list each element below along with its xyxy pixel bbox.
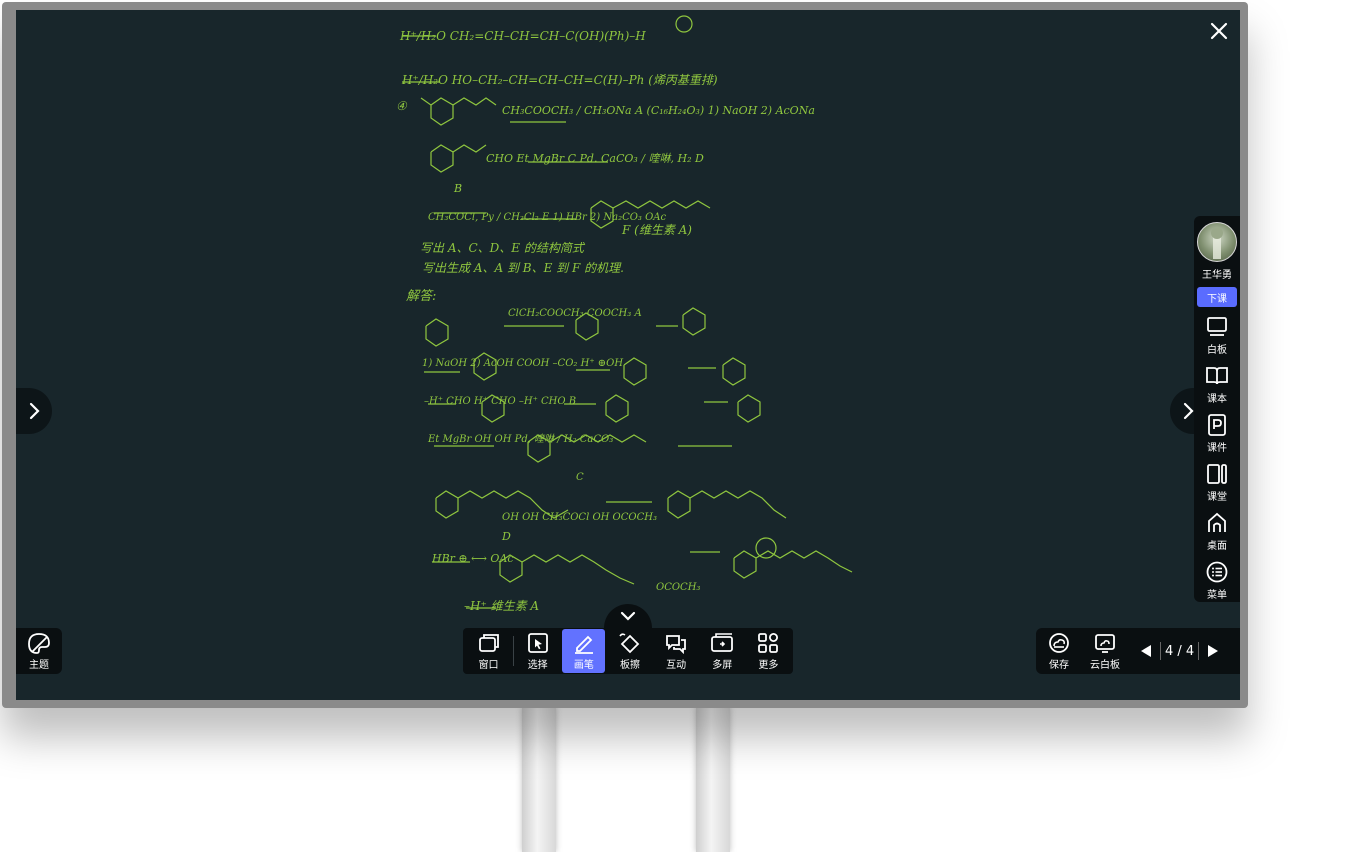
- handwriting-line: CHO Et MgBr C Pd. CaCO₃ / 喹啉, H₂ D: [486, 152, 704, 165]
- theme-button[interactable]: 主题: [16, 628, 62, 674]
- handwriting-line: –H⁺ CHO H⁺ CHO –H⁺ CHO B: [424, 396, 576, 407]
- end-class-button[interactable]: 下课: [1197, 287, 1237, 307]
- handwriting-line: –H⁺ 维生素 A: [464, 599, 539, 613]
- book-icon: [1206, 367, 1228, 385]
- window-icon: [478, 633, 499, 652]
- tool-label: 画笔: [573, 659, 594, 671]
- handwriting-line: 写出生成 A、A 到 B、E 到 F 的机理.: [422, 261, 624, 275]
- sidebar-item-label: 课本: [1207, 394, 1227, 405]
- handwriting-line: HBr ⊕ ⟷ OAc: [431, 552, 514, 565]
- tool-label: 窗口: [478, 659, 499, 671]
- sidebar-item-label: 课件: [1207, 443, 1227, 454]
- sidebar-item-label: 白板: [1207, 345, 1227, 356]
- tool-label: 选择: [527, 659, 548, 671]
- desktop-icon: [1208, 512, 1226, 532]
- theme-label: 主题: [29, 659, 49, 671]
- handwriting-line: OCOCH₃: [656, 582, 700, 593]
- tool-label: 互动: [666, 659, 687, 671]
- pen-icon: [574, 635, 593, 654]
- sidebar-item-menu[interactable]: 菜单: [1205, 560, 1229, 601]
- handwriting-line: CH₃COCl, Py / CH₂Cl₂ E 1) HBr 2) Na₂CO₃ …: [428, 212, 667, 223]
- sidebar-item-courseware[interactable]: 课件: [1205, 413, 1229, 454]
- pager-divider: [1160, 642, 1161, 660]
- handwriting-line: 解答:: [406, 289, 436, 304]
- courseware-icon: [1208, 414, 1226, 436]
- cloud-whiteboard-label: 云白板: [1090, 659, 1120, 671]
- save-cloud-icon: [1049, 632, 1069, 653]
- right-sidebar: 王华勇 下课 白板 课本 课件 课堂 桌面: [1194, 216, 1240, 602]
- handwriting-line: OH OH CH₃COCl OH OCOCH₃: [502, 512, 657, 523]
- whiteboard-icon: [1207, 317, 1227, 336]
- tool-label: 板擦: [619, 659, 640, 671]
- handwriting-line: Et MgBr OH OH Pd, 喹啉 / H₂ CaCO₃: [427, 433, 613, 445]
- multiscreen-tool-button[interactable]: 多屏: [701, 629, 744, 673]
- handwriting-line: 写出 A、C、D、E 的结构简式: [420, 241, 586, 255]
- sidebar-item-label: 桌面: [1207, 541, 1227, 552]
- chevron-down-icon: [620, 611, 636, 621]
- cloud-board-icon: [1095, 633, 1115, 653]
- handwriting-line: H⁺/H₂O CH₂=CH–CH=CH–C(OH)(Ph)–H: [399, 29, 646, 43]
- handwriting-line: B: [453, 182, 462, 195]
- close-icon[interactable]: [1206, 18, 1232, 44]
- structure-sketches: [402, 15, 853, 609]
- sidebar-item-desktop[interactable]: 桌面: [1205, 511, 1229, 552]
- stand-leg-left: [522, 706, 556, 852]
- window-tool-button[interactable]: 窗口: [467, 629, 510, 673]
- next-page-button[interactable]: [1203, 644, 1223, 658]
- handwriting-line: CH₃COOCH₃ / CH₃ONa A (C₁₆H₂₄O₃) 1) NaOH …: [502, 104, 815, 117]
- more-tool-button[interactable]: 更多: [747, 629, 790, 673]
- chevron-right-icon: [29, 402, 40, 420]
- page-prev-arrow[interactable]: [16, 388, 52, 434]
- pager-divider: [1198, 642, 1200, 660]
- sidebar-item-label: 课堂: [1207, 492, 1227, 503]
- palette-icon: [28, 632, 50, 654]
- triangle-left-icon: [1141, 645, 1151, 657]
- save-label: 保存: [1049, 659, 1069, 671]
- handwriting-line: ④: [396, 99, 408, 113]
- sidebar-item-whiteboard[interactable]: 白板: [1205, 315, 1229, 356]
- save-button[interactable]: 保存: [1036, 629, 1082, 673]
- handwriting-canvas[interactable]: H⁺/H₂O CH₂=CH–CH=CH–C(OH)(Ph)–H H⁺/H₂O HO…: [16, 10, 1240, 700]
- avatar[interactable]: [1197, 222, 1237, 262]
- toolbar-divider: [513, 636, 515, 666]
- interact-tool-button[interactable]: 互动: [655, 629, 698, 673]
- whiteboard-screen[interactable]: H⁺/H₂O CH₂=CH–CH=CH–C(OH)(Ph)–H H⁺/H₂O HO…: [16, 10, 1240, 700]
- page-indicator: 4 / 4: [1165, 643, 1195, 659]
- interact-icon: [666, 634, 687, 654]
- handwriting-line: ClCH₂COOCH₃ COOCH₃ A: [508, 308, 642, 319]
- eraser-tool-button[interactable]: 板擦: [608, 629, 651, 673]
- sidebar-item-textbook[interactable]: 课本: [1205, 364, 1229, 405]
- classroom-icon: [1207, 464, 1227, 484]
- handwriting-line: D: [501, 530, 511, 543]
- teacher-name: 王华勇: [1202, 270, 1232, 281]
- prev-page-button[interactable]: [1136, 644, 1156, 658]
- cloud-whiteboard-button[interactable]: 云白板: [1082, 629, 1128, 673]
- select-tool-button[interactable]: 选择: [516, 629, 559, 673]
- eraser-icon: [619, 632, 640, 653]
- display-frame: H⁺/H₂O CH₂=CH–CH=CH–C(OH)(Ph)–H H⁺/H₂O HO…: [2, 2, 1248, 708]
- tool-label: 多屏: [712, 659, 733, 671]
- pager: 4 / 4: [1136, 642, 1223, 660]
- page-controls-bar: 保存 云白板 4 / 4: [1036, 628, 1240, 674]
- main-toolbar: 窗口 选择 画笔 板擦 互动 多屏: [463, 628, 793, 674]
- pen-tool-button[interactable]: 画笔: [562, 629, 606, 673]
- multiscreen-icon: [711, 632, 734, 652]
- select-icon: [527, 632, 548, 653]
- tool-label: 更多: [758, 659, 779, 671]
- handwriting-line: F (维生素 A): [621, 223, 692, 237]
- triangle-right-icon: [1208, 645, 1219, 657]
- stand-leg-right: [696, 706, 730, 852]
- more-icon: [758, 632, 779, 653]
- sidebar-item-label: 菜单: [1207, 590, 1227, 601]
- sidebar-item-classroom[interactable]: 课堂: [1205, 462, 1229, 503]
- handwriting-line: H⁺/H₂O HO–CH₂–CH=CH–CH=C(H)–Ph (烯丙基重排): [401, 73, 718, 87]
- handwriting-line: C: [576, 472, 584, 483]
- chevron-right-icon: [1183, 402, 1194, 420]
- handwriting-line: 1) NaOH 2) AcOH COOH –CO₂ H⁺ ⊕OH: [422, 358, 623, 369]
- menu-icon: [1206, 561, 1228, 583]
